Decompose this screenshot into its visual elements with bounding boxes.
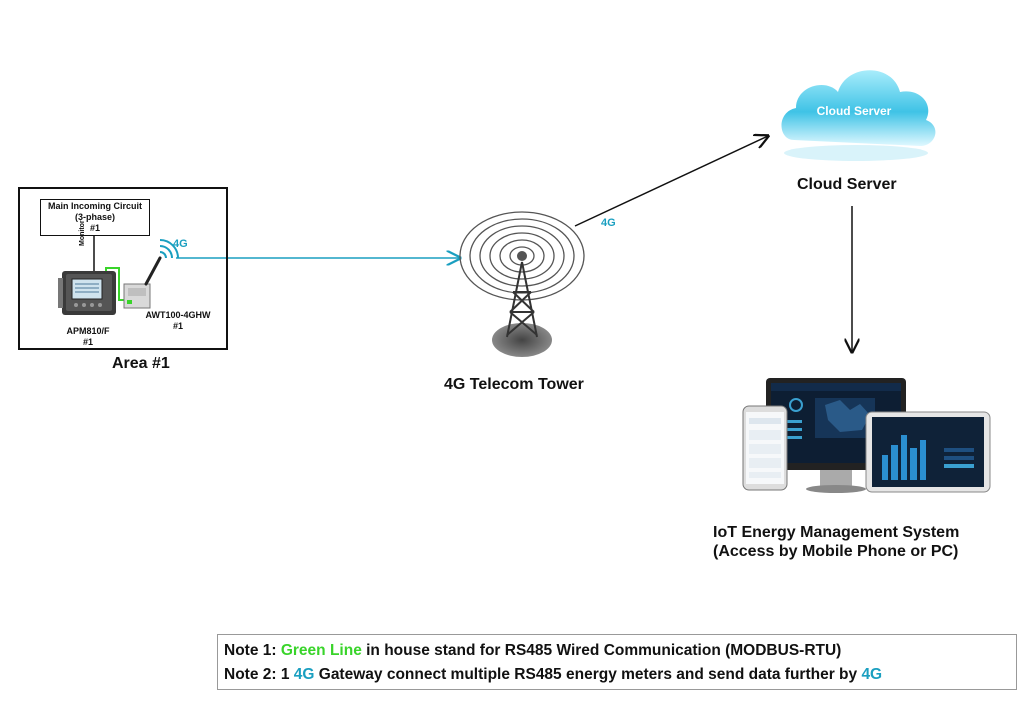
note-1: Note 1: Green Line in house stand for RS… <box>224 639 1010 663</box>
tower-to-cloud-arrow <box>574 136 768 227</box>
note-2-middle: Gateway connect multiple RS485 energy me… <box>314 666 862 683</box>
tower-4g-tag: 4G <box>601 217 616 229</box>
meter-label: APM810/F #1 <box>64 326 112 348</box>
note-2: Note 2: 1 4G Gateway connect multiple RS… <box>224 663 1010 687</box>
iot-line-1: IoT Energy Management System <box>713 524 960 541</box>
gateway-name: AWT100-4GHW <box>145 310 211 320</box>
note-1-prefix: Note 1: <box>224 642 281 659</box>
meter-device-icon <box>58 271 116 315</box>
cloud-title: Cloud Server <box>797 176 897 193</box>
circuit-title: Main Incoming Circuit <box>47 201 142 211</box>
cloud-server-icon <box>781 70 936 161</box>
telecom-tower-icon <box>459 211 585 357</box>
note-2-4g-first: 4G <box>293 666 315 683</box>
meter-number: #1 <box>82 337 93 347</box>
gateway-label: AWT100-4GHW #1 <box>140 310 216 332</box>
note-1-green-line: Green Line <box>280 642 362 659</box>
gateway-4g-tag: 4G <box>173 238 188 250</box>
circuit-subtitle: (3-phase) <box>74 212 115 222</box>
gateway-number: #1 <box>172 321 183 331</box>
iot-devices-icon <box>742 378 991 493</box>
rs485-green-line <box>105 267 124 301</box>
note-2-prefix: Note 2: 1 <box>224 666 294 683</box>
tower-label: 4G Telecom Tower <box>444 376 584 393</box>
note-2-4g-last: 4G <box>861 666 883 683</box>
monitor-label: Monitor <box>79 220 86 246</box>
area-title: Area #1 <box>112 355 170 372</box>
gateway-device-icon <box>123 256 162 309</box>
notes-box: Note 1: Green Line in house stand for RS… <box>217 634 1017 690</box>
main-circuit-box: Main Incoming Circuit (3-phase) #1 <box>40 199 150 236</box>
signal-waves-icon <box>159 239 179 259</box>
cloud-inner-label: Cloud Server <box>816 104 892 118</box>
area-box <box>18 187 228 350</box>
meter-name: APM810/F <box>66 326 110 336</box>
circuit-number: #1 <box>89 223 100 233</box>
iot-label: IoT Energy Management System (Access by … <box>713 523 1003 561</box>
iot-line-2: (Access by Mobile Phone or PC) <box>713 543 959 560</box>
note-1-rest: in house stand for RS485 Wired Communica… <box>361 642 842 659</box>
